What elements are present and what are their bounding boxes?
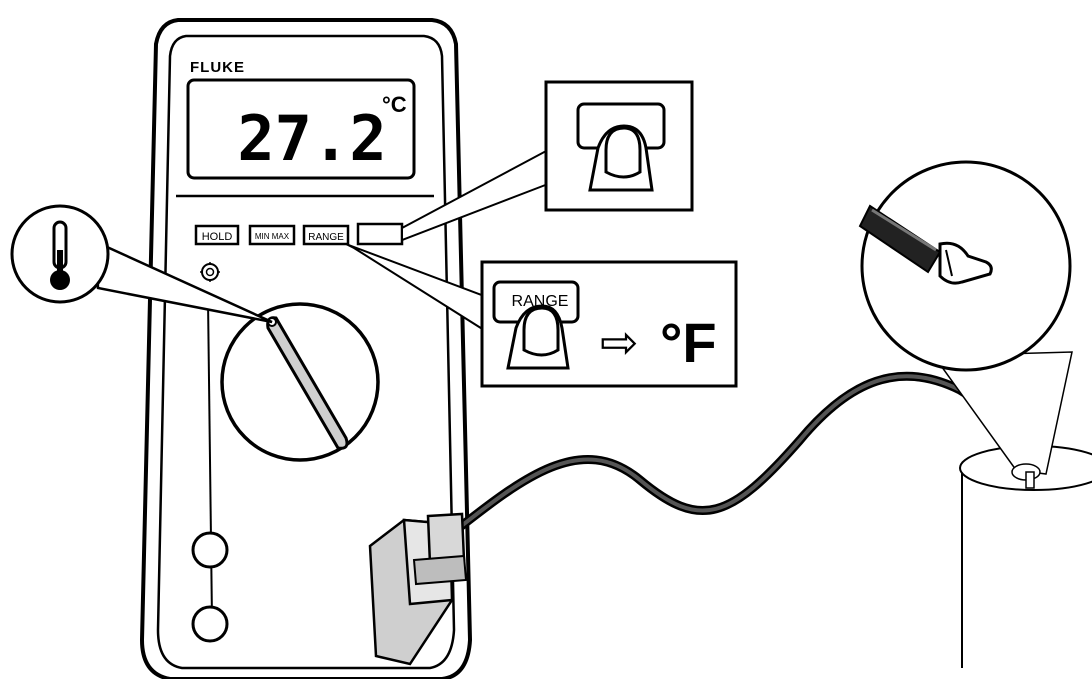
hold-button-label: HOLD [202,231,233,243]
rotary-dial[interactable] [220,302,380,462]
backlight-icon[interactable] [200,262,220,282]
probe-cable [441,371,1037,543]
range-callout: RANGE ⇨ °F [345,243,738,388]
range-callout-label: RANGE [512,293,569,310]
minmax-button[interactable]: MIN MAX [248,224,296,246]
thermocouple-tip-icon [858,204,993,285]
minmax-button-label: MIN MAX [255,232,290,241]
range-button-label: RANGE [308,232,344,243]
range-button[interactable]: RANGE [302,224,350,246]
convert-arrow-icon: ⇨ [600,316,639,368]
finger-press-icon [588,124,654,192]
input-jack-lower[interactable] [191,605,229,643]
input-jacks [191,531,229,643]
brand-logo: FLUKE [190,59,245,76]
blank-button[interactable] [356,222,404,246]
blank-button-callout [401,80,694,242]
input-jack-upper[interactable] [191,531,229,569]
hold-button[interactable]: HOLD [194,224,240,246]
display-unit: °C [382,92,407,117]
measured-pipe [932,351,1092,668]
probe-connector [368,512,468,666]
thermometer-callout [10,204,273,324]
fahrenheit-unit: °F [660,311,717,374]
finger-press-icon [506,304,570,370]
probe-tip-magnifier [858,160,1072,372]
thermometer-icon [50,220,70,290]
display-reading: 27.2 [237,102,386,175]
lcd-display: 27.2 °C [186,78,416,180]
